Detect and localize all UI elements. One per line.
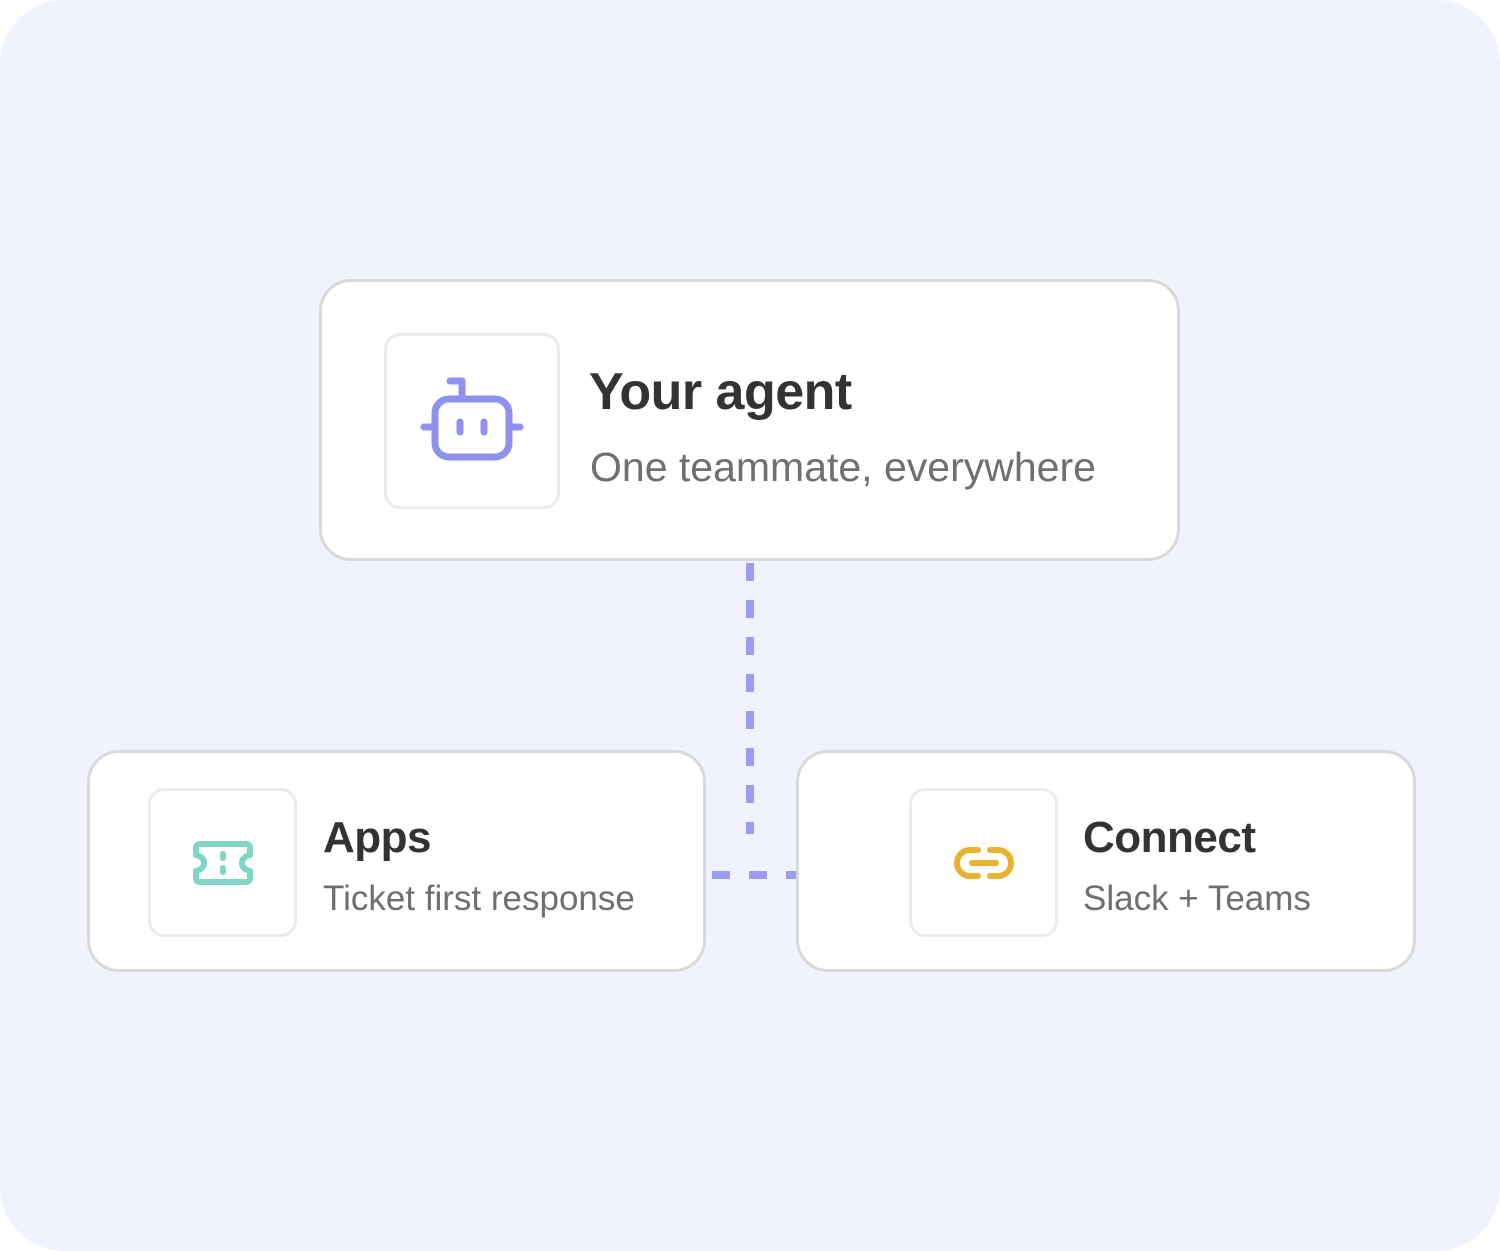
connect-card[interactable]: Connect Slack + Teams	[796, 750, 1416, 972]
apps-icon-box	[148, 788, 297, 937]
robot-icon	[420, 377, 524, 461]
agent-title: Your agent	[589, 363, 852, 421]
connect-subtitle: Slack + Teams	[1083, 879, 1311, 918]
apps-subtitle: Ticket first response	[323, 879, 635, 918]
connect-icon-box	[909, 788, 1058, 937]
apps-card[interactable]: Apps Ticket first response	[87, 750, 706, 972]
link-icon	[953, 846, 1014, 879]
agent-icon-box	[384, 333, 560, 509]
agent-card[interactable]: Your agent One teammate, everywhere	[319, 279, 1180, 561]
apps-title: Apps	[323, 813, 432, 862]
connect-title: Connect	[1083, 813, 1256, 862]
agent-subtitle: One teammate, everywhere	[590, 444, 1096, 490]
ticket-icon	[192, 840, 253, 885]
